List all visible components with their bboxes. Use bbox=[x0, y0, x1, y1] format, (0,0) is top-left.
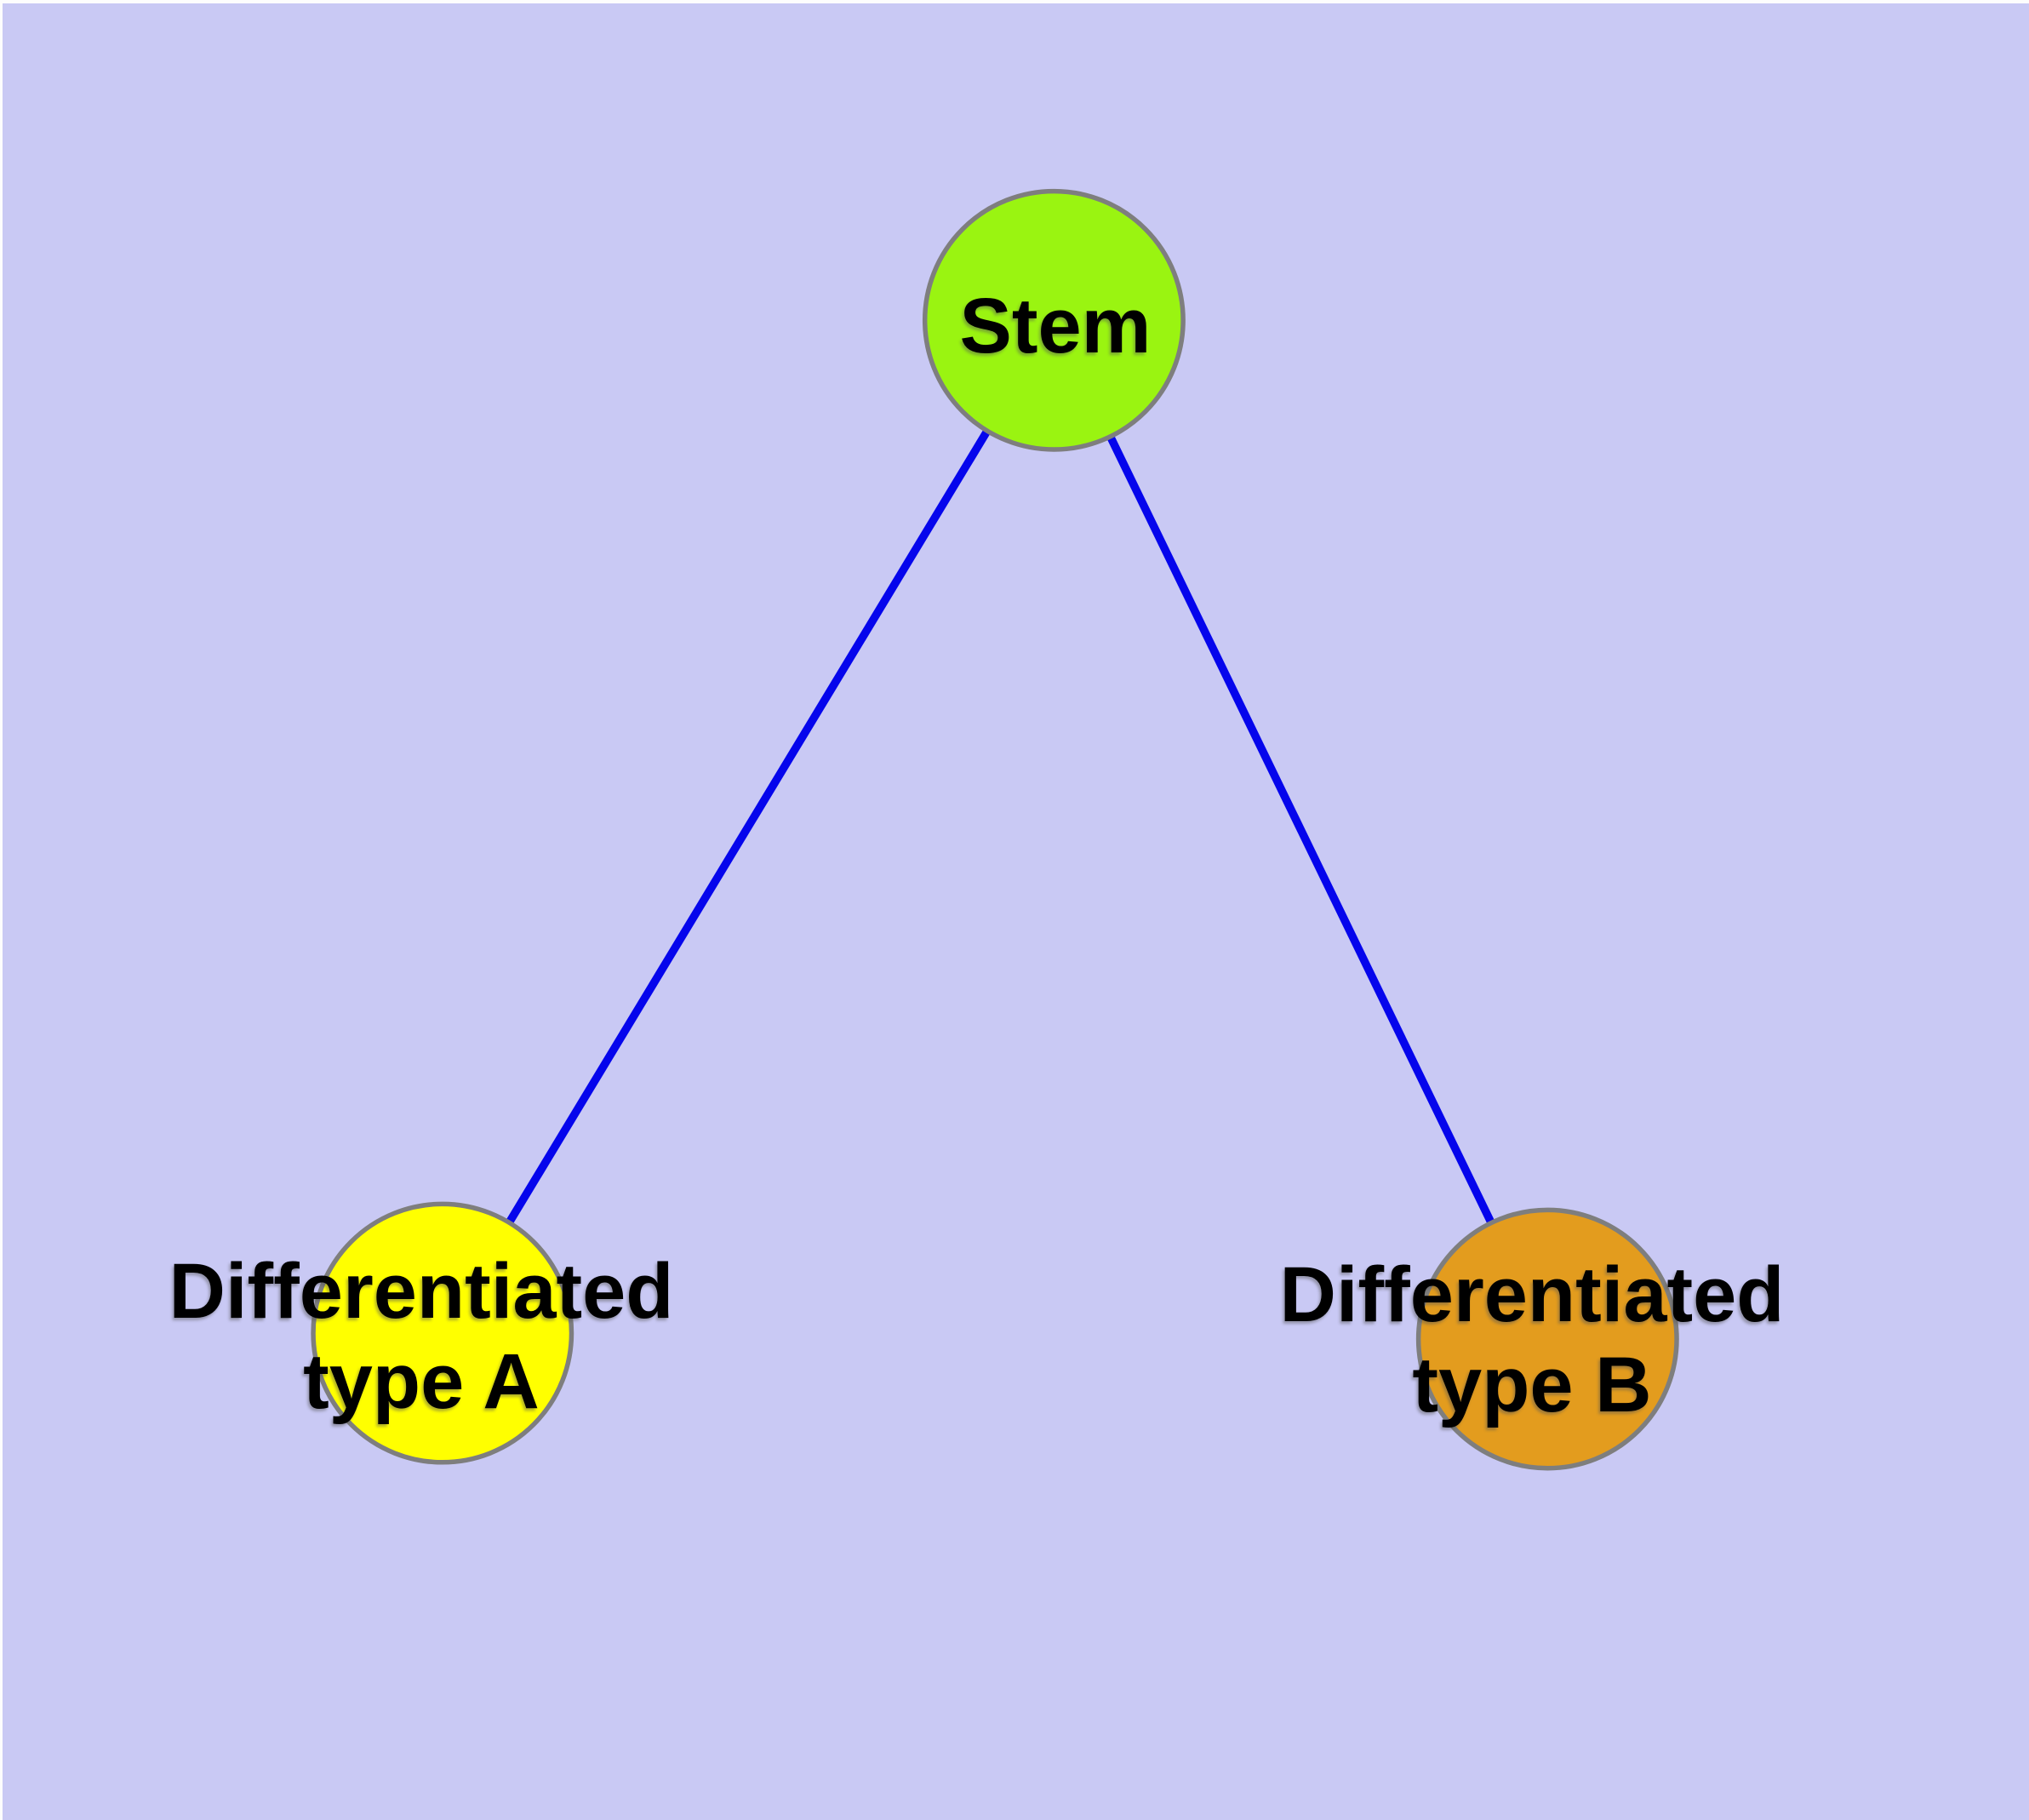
node-differentiated-type-a-circle[interactable] bbox=[311, 1201, 574, 1465]
node-stem-circle[interactable] bbox=[922, 188, 1186, 452]
node-differentiated-type-b-circle[interactable] bbox=[1415, 1207, 1679, 1471]
edge-stem-to-differentiated-type-a bbox=[438, 318, 1058, 1336]
edge-stem-to-differentiated-type-b bbox=[1050, 318, 1552, 1342]
graph-svg bbox=[311, 188, 1679, 1471]
